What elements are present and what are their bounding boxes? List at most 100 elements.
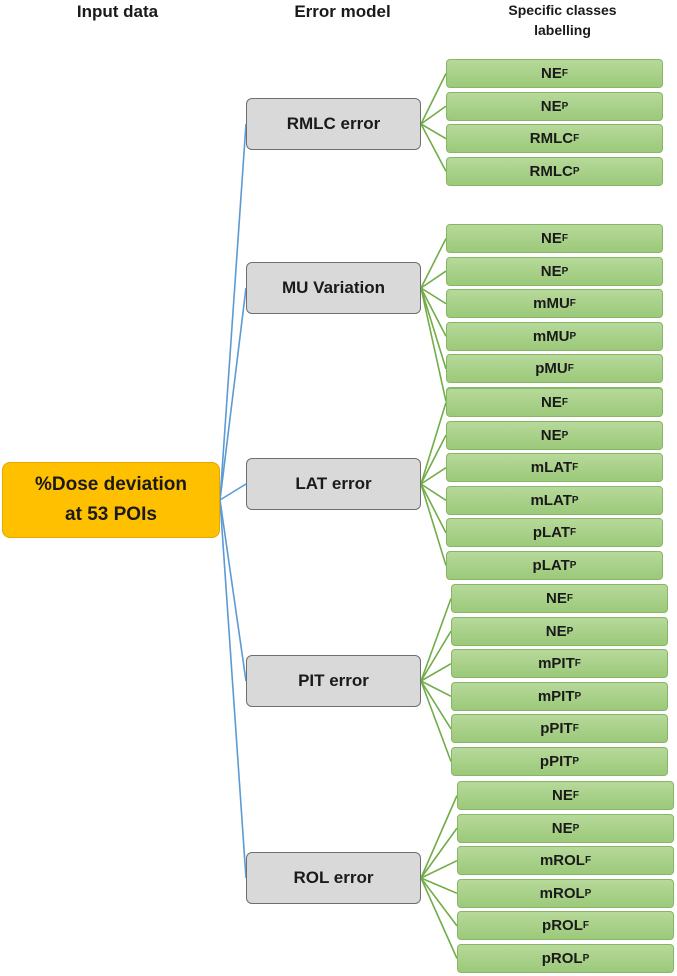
header-specific-classes: Specific classes labelling xyxy=(495,0,630,40)
class-label-base: NE xyxy=(540,97,562,115)
class-label-base: mLAT xyxy=(530,459,573,477)
connector-error-to-class xyxy=(420,287,447,370)
class-label-subscript: F xyxy=(582,920,589,932)
input-node-line1: %Dose deviation xyxy=(34,474,188,495)
class-label-subscript: P xyxy=(572,165,580,177)
connector-error-to-class xyxy=(420,123,447,140)
error-model-node: MU Variation xyxy=(246,262,421,314)
connector-input-to-error xyxy=(219,287,247,501)
class-label-base: NE xyxy=(541,65,562,82)
class-label-subscript: F xyxy=(561,68,568,79)
class-label-subscript: P xyxy=(572,822,580,834)
connector-error-to-class xyxy=(420,877,458,927)
error-model-label: MU Variation xyxy=(282,278,385,297)
class-label-subscript: P xyxy=(574,690,582,702)
class-label-subscript: F xyxy=(574,658,581,670)
connector-error-to-class xyxy=(420,680,452,698)
connector-error-to-class xyxy=(420,877,458,895)
class-label-base: pROL xyxy=(542,917,583,935)
class-label-base: NE xyxy=(540,426,562,444)
class-label-base: mMU xyxy=(533,295,570,313)
class-label-subscript: P xyxy=(584,887,592,899)
error-model-node: ROL error xyxy=(246,852,421,904)
error-model-label: RMLC error xyxy=(286,114,381,133)
class-label-base: NE xyxy=(541,394,562,411)
class-label-base: NE xyxy=(552,787,573,804)
header-specific-line1: Specific classes xyxy=(508,2,617,18)
class-label-subscript: P xyxy=(582,953,590,964)
class-label-base: mROL xyxy=(539,884,585,902)
class-label-subscript: F xyxy=(570,527,577,539)
class-label-base: pROL xyxy=(541,950,583,967)
error-model-node: RMLC error xyxy=(246,98,421,150)
connector-input-to-error xyxy=(219,483,247,501)
class-label-base: pPIT xyxy=(539,753,573,770)
error-model-node: LAT error xyxy=(246,458,421,510)
connector-error-to-class xyxy=(420,483,447,534)
class-label-base: mLAT xyxy=(530,491,572,509)
connector-error-to-class xyxy=(420,680,452,730)
class-label-subscript: F xyxy=(561,233,568,244)
header-specific-line2: labelling xyxy=(534,22,591,38)
error-model-node: PIT error xyxy=(246,655,421,707)
class-label-subscript: F xyxy=(569,298,576,310)
class-label-base: NE xyxy=(551,819,573,837)
connector-error-to-class xyxy=(420,123,447,172)
header-input-data: Input data xyxy=(76,2,159,21)
class-label-base: mPIT xyxy=(537,687,575,705)
class-label-subscript: P xyxy=(569,330,577,342)
class-label-subscript: F xyxy=(572,790,579,801)
class-label-base: NE xyxy=(540,262,562,280)
connector-error-to-class xyxy=(420,73,447,125)
class-label-subscript: P xyxy=(569,560,577,571)
input-node: %Dose deviation at 53 POIs xyxy=(2,462,220,538)
connector-error-to-class xyxy=(420,287,447,402)
class-label-base: pLAT xyxy=(532,524,571,542)
class-label-subscript: P xyxy=(572,756,580,767)
class-label-subscript: F xyxy=(572,723,579,735)
error-model-label: ROL error xyxy=(293,868,374,887)
class-label-base: RMLC xyxy=(529,162,573,180)
class-label-base: NE xyxy=(541,230,562,247)
class-label-base: mROL xyxy=(539,852,585,870)
class-label-base: NE xyxy=(546,590,567,607)
connector-error-to-class xyxy=(420,795,458,879)
connector-error-to-class xyxy=(420,877,458,959)
class-label-base: pMU xyxy=(535,360,568,378)
connector-error-to-class xyxy=(420,270,447,289)
class-label-subscript: P xyxy=(566,625,574,637)
connector-input-to-error xyxy=(219,123,247,501)
connector-error-to-class xyxy=(420,827,458,879)
class-label-subscript: F xyxy=(566,593,573,604)
connector-error-to-class xyxy=(420,287,447,305)
class-label-subscript: P xyxy=(561,100,569,112)
connector-error-to-class xyxy=(420,663,452,682)
class-label-base: RMLC xyxy=(529,130,574,148)
class-label-subscript: F xyxy=(567,363,574,375)
connector-error-to-class xyxy=(420,402,447,485)
connector-error-to-class xyxy=(420,238,447,289)
connector-error-to-class xyxy=(420,859,458,879)
class-label-subscript: P xyxy=(561,429,569,441)
class-label-base: pLAT xyxy=(532,557,570,574)
class-label-subscript: F xyxy=(572,462,579,474)
connector-error-to-class xyxy=(420,287,447,337)
